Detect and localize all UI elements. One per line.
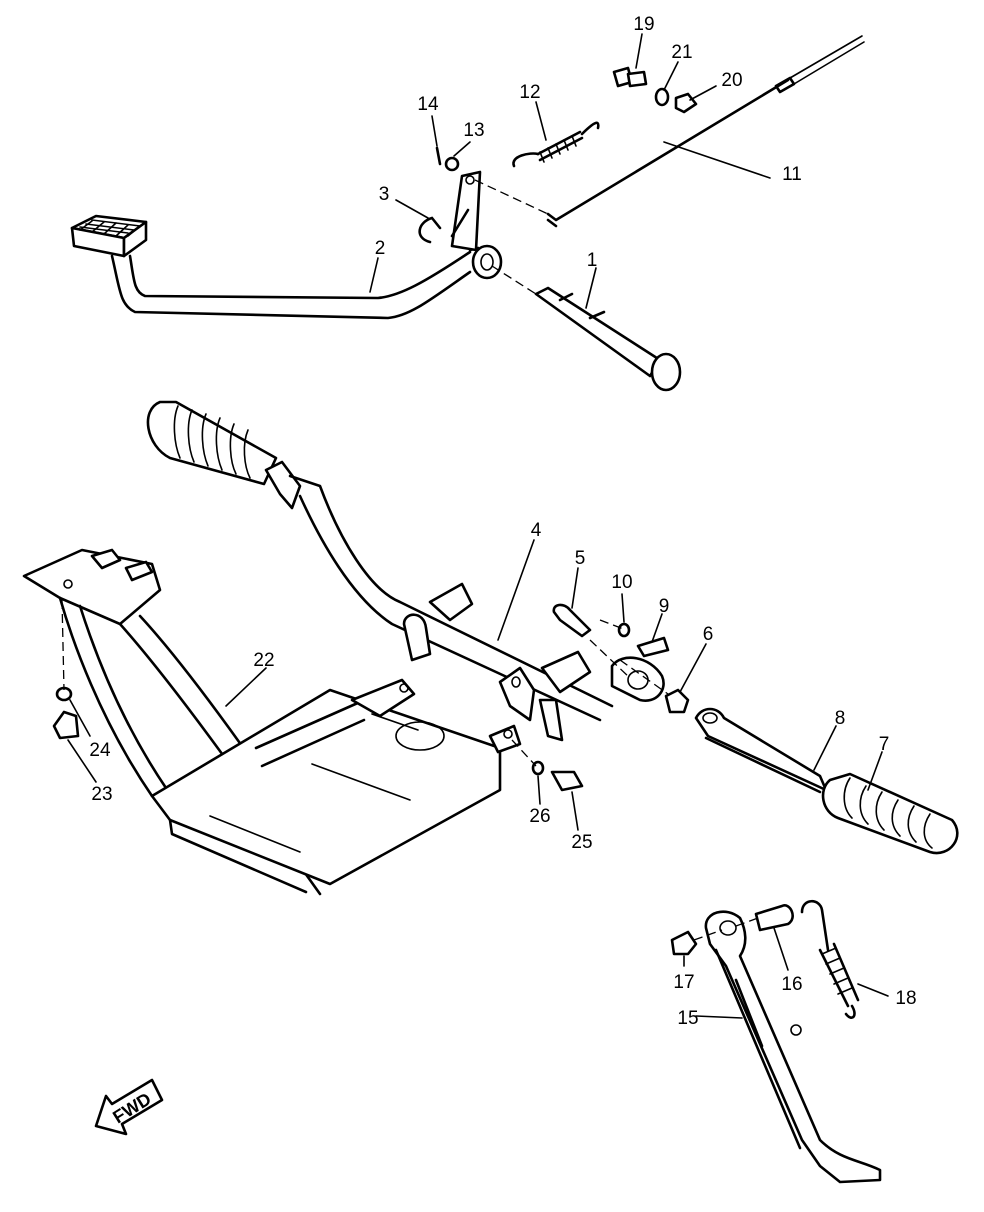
label-19: 19 [633, 14, 654, 35]
label-5: 5 [575, 548, 586, 569]
label-2: 2 [375, 238, 386, 259]
label-3: 3 [379, 184, 390, 205]
label-18: 18 [895, 988, 916, 1009]
label-1: 1 [587, 250, 598, 271]
label-15: 15 [677, 1008, 698, 1029]
label-6: 6 [703, 624, 714, 645]
label-25: 25 [571, 832, 592, 853]
leader-lines [67, 33, 889, 1019]
label-14: 14 [417, 94, 439, 115]
footrest-arm [694, 707, 828, 794]
label-17: 17 [673, 972, 694, 993]
label-9: 9 [659, 596, 670, 617]
fwd-direction-arrow: FWD [94, 1078, 164, 1136]
brake-rod [546, 35, 865, 228]
engine-guard [22, 548, 522, 896]
label-4: 4 [531, 520, 542, 541]
label-7: 7 [879, 734, 890, 755]
pivot-shaft [534, 286, 682, 392]
label-8: 8 [835, 708, 846, 729]
washer [444, 156, 460, 172]
e-clip [418, 216, 442, 244]
label-11: 11 [782, 164, 802, 185]
brake-spring [512, 121, 600, 168]
label-13: 13 [463, 120, 484, 141]
footrest-fasteners [552, 603, 690, 714]
side-stand [704, 910, 882, 1184]
guard-bolt-2 [550, 770, 584, 792]
adjuster-parts [612, 66, 698, 114]
side-stand-spring [800, 899, 860, 1019]
label-24: 24 [89, 740, 111, 761]
label-21: 21 [671, 42, 692, 63]
label-12: 12 [519, 82, 540, 103]
side-stand-bolt [754, 904, 794, 932]
right-footrest-rubber [821, 772, 959, 855]
label-23: 23 [91, 784, 112, 805]
guard-bolt [52, 710, 80, 740]
brake-pedal [70, 170, 503, 320]
footrest-bar [146, 400, 665, 742]
label-16: 16 [781, 974, 802, 995]
label-20: 20 [721, 70, 742, 91]
label-10: 10 [611, 572, 632, 593]
label-26: 26 [529, 806, 550, 827]
side-stand-nut [670, 930, 698, 956]
part-labels: 1 2 3 4 5 6 7 8 9 10 11 12 13 14 15 16 1… [89, 14, 916, 1029]
label-22: 22 [253, 650, 274, 671]
cotter-pin [435, 146, 442, 166]
